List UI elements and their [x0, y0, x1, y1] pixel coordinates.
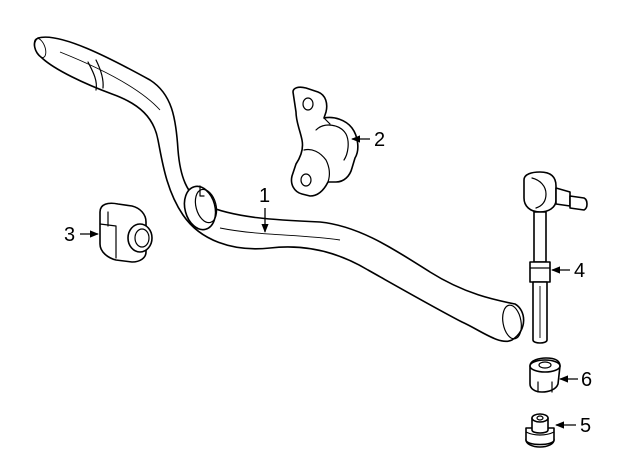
bushing: [99, 202, 153, 263]
callout-label-3: 3: [64, 224, 75, 246]
callout-1: 1: [259, 185, 270, 233]
callout-3: 3: [64, 224, 99, 246]
callout-label-1: 1: [259, 185, 270, 207]
callout-5: 5: [555, 415, 591, 437]
callout-6: 6: [559, 369, 592, 391]
callout-4: 4: [551, 260, 585, 282]
callout-label-5: 5: [580, 415, 591, 437]
upper-cushion: [529, 357, 561, 393]
callout-label-4: 4: [574, 260, 585, 282]
callout-2: 2: [351, 129, 385, 151]
stabilizer-bar: [33, 36, 525, 343]
callout-label-2: 2: [374, 129, 385, 151]
callout-label-6: 6: [581, 369, 592, 391]
stabilizer-link: [523, 171, 588, 344]
lower-cushion: [525, 413, 555, 448]
bracket: [290, 86, 359, 197]
